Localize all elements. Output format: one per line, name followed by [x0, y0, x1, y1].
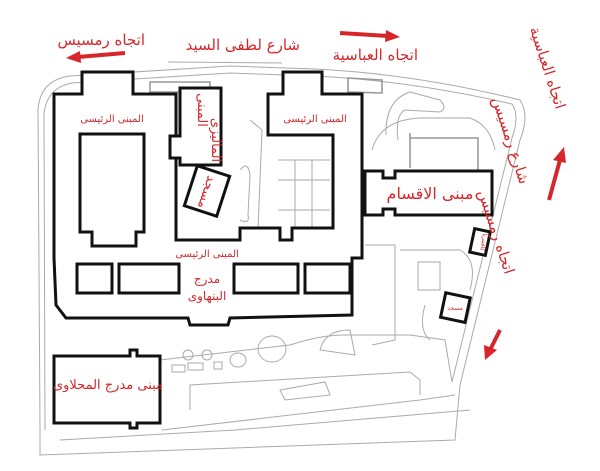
label-banhawy-1: مدرج: [194, 272, 220, 287]
arrow-up-icon: [547, 147, 566, 201]
label-banhawy-2: البنهاوى: [188, 289, 227, 304]
cafeteria-building: [467, 226, 493, 258]
arrow-left-icon: [66, 51, 126, 63]
court-4: [303, 262, 352, 295]
arrow-down-icon: [484, 329, 502, 360]
mosque-building: [182, 163, 232, 219]
label-cafeteria: كافيتريا: [478, 233, 488, 252]
site-lines: [37, 61, 526, 456]
label-departments: مبنى الاقسام: [387, 184, 474, 203]
main-left-courtyard: [78, 132, 146, 248]
label-top-right-direction: اتجاه العباسية: [333, 46, 418, 64]
court-3: [232, 262, 300, 295]
departments-building: [363, 169, 494, 217]
label-right-up-direction: اتجاه العباسية: [526, 24, 570, 111]
small-mosque-building: [438, 290, 472, 325]
label-malaysian-2: الماليزى: [208, 118, 223, 162]
mahlawy-building: [52, 348, 162, 430]
label-mahlawy: مبنى مدرج المحلاوى: [53, 378, 163, 393]
label-small-mosque: مسجد: [447, 305, 463, 312]
label-main-center: المبنى الرئيسى: [175, 249, 239, 260]
label-right-street: شارع رمسيس: [488, 95, 533, 187]
label-main-right: المبنى الرئيسى: [283, 114, 347, 125]
label-top-left-direction: اتجاه رمسيس: [57, 31, 145, 49]
court-1: [75, 262, 114, 295]
malaysian-building: [168, 86, 223, 167]
label-main-left: المبنى الرئيسى: [80, 114, 144, 125]
label-malaysian-1: المبنى: [194, 93, 209, 127]
court-2: [117, 262, 181, 295]
label-top-street: شارع لطفى السيد: [186, 36, 300, 54]
arrow-right-icon: [339, 30, 400, 42]
